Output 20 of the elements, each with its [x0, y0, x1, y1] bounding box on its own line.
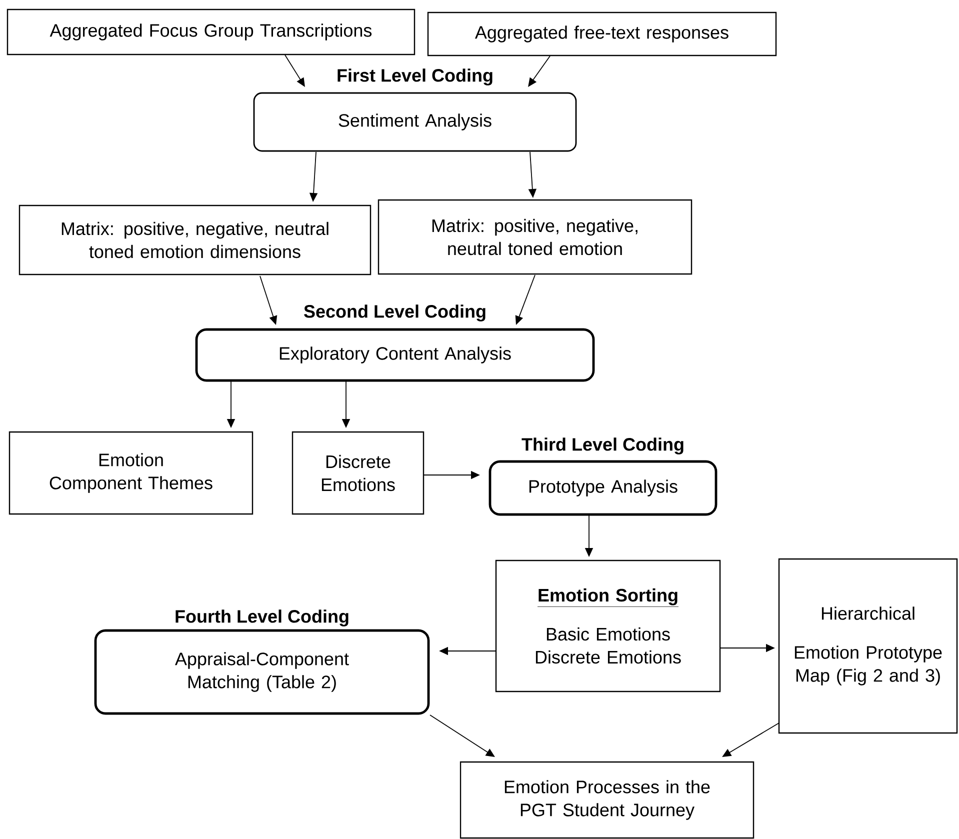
- level-heading: First Level Coding: [338, 68, 492, 86]
- process-box: Appraisal-Component Matching (Table 2): [94, 629, 430, 715]
- process-box: Matrix: positive, negative, neutral toned emotion: [378, 199, 692, 275]
- process-box: Discrete Emotions: [292, 431, 424, 515]
- process-box: Aggregated Focus Group Transcriptions: [6, 8, 416, 56]
- arrow: [430, 714, 495, 757]
- process-box: Hierarchical Emotion Prototype Map (Fig 2 and 3): [778, 558, 958, 734]
- process-box: Sentiment Analysis: [253, 92, 577, 152]
- level-heading: Second Level Coding: [304, 304, 486, 322]
- process-box: Emotion Processes in the PGT Student Journey: [460, 761, 754, 839]
- level-heading: Third Level Coding: [522, 438, 684, 454]
- arrow: [284, 54, 305, 87]
- process-box: Aggregated free-text responses: [427, 12, 777, 56]
- arrow: [528, 56, 550, 87]
- process-box: Exploratory Content Analysis: [195, 328, 595, 382]
- process-box: Prototype Analysis: [488, 460, 718, 516]
- level-heading: Fourth Level Coding: [176, 610, 348, 626]
- process-box: Emotion Sorting Basic Emotions Discrete Emotions: [495, 560, 721, 692]
- process-box: Matrix: positive, negative, neutral toned emotion dimensions: [18, 204, 372, 276]
- process-box: Emotion Component Themes: [8, 431, 254, 515]
